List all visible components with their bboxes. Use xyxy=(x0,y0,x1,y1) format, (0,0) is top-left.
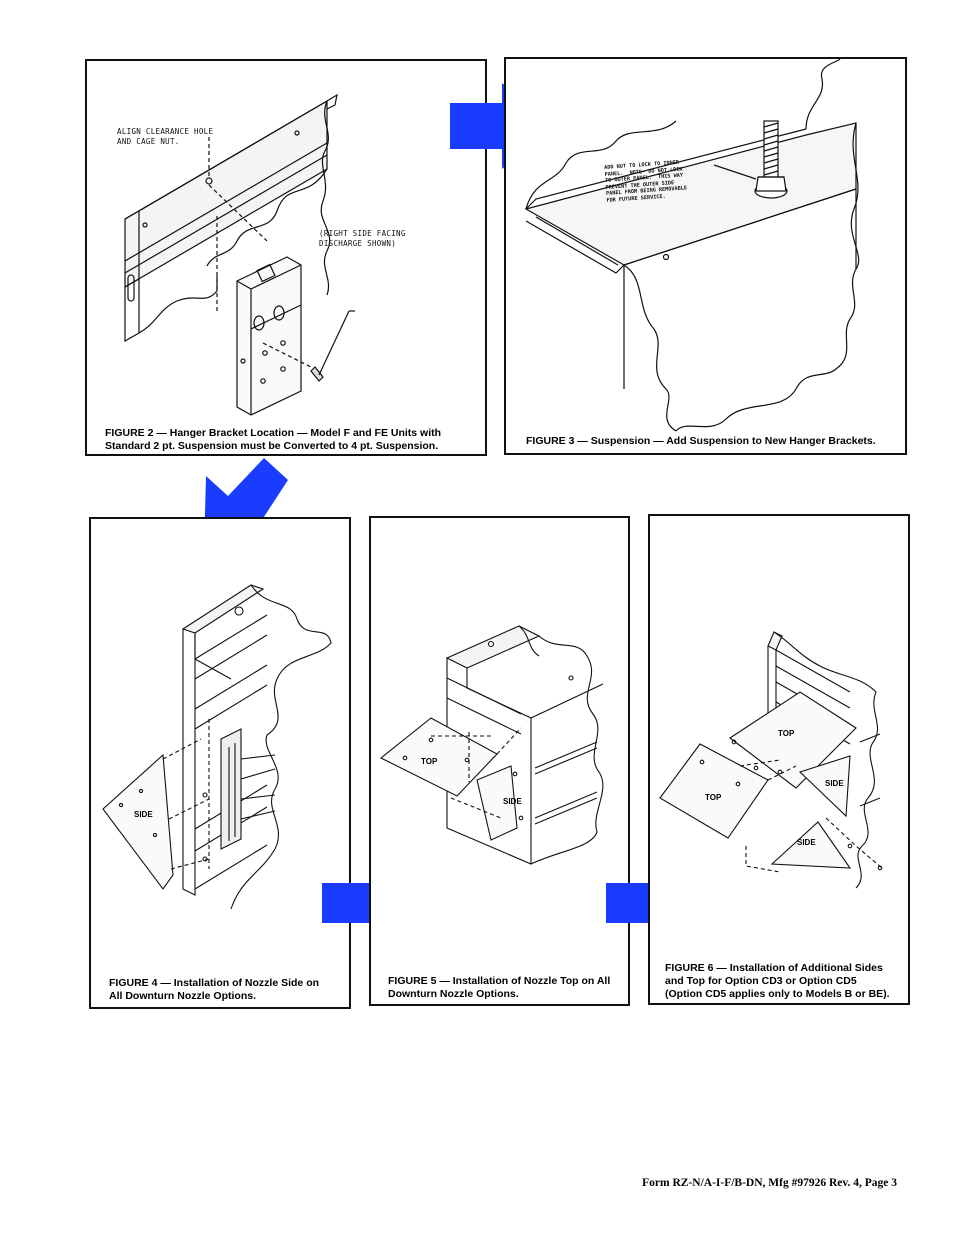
figure-6-caption: FIGURE 6 — Installation of Additional Si… xyxy=(665,962,910,1001)
figure-6-panel: TOP TOP SIDE SIDE FIGURE 6 — Installatio… xyxy=(648,514,910,1005)
figure-3-title: FIGURE 3 — Suspension — Add Suspension t… xyxy=(526,435,876,447)
figure-3-panel: ADD NUT TO LOCK TO INNER PANEL. NOTE- DO… xyxy=(504,57,907,455)
figure-2-subtitle: Standard 2 pt. Suspension must be Conver… xyxy=(105,440,439,452)
figure-4-caption: FIGURE 4 — Installation of Nozzle Side o… xyxy=(109,977,349,1003)
figure-5-side-label: SIDE xyxy=(503,797,522,806)
nozzle-top-illustration xyxy=(379,625,604,865)
figure-2-caption: FIGURE 2 — Hanger Bracket Location — Mod… xyxy=(105,427,485,453)
figure-4-panel: SIDE FIGURE 4 — Installation of Nozzle S… xyxy=(89,517,351,1009)
figure-5-top-label: TOP xyxy=(421,757,438,766)
figure-3-caption: FIGURE 3 — Suspension — Add Suspension t… xyxy=(526,435,906,448)
suspension-illustration xyxy=(524,59,860,432)
figure-5-panel: TOP SIDE FIGURE 5 — Installation of Nozz… xyxy=(369,516,630,1006)
figure-6-top-label-b: TOP xyxy=(705,793,722,802)
align-clearance-note: ALIGN CLEARANCE HOLE AND CAGE NUT. xyxy=(117,127,214,146)
figure-6-title: FIGURE 6 — Installation of Additional Si… xyxy=(665,962,883,974)
figure-2-panel: ALIGN CLEARANCE HOLE AND CAGE NUT. (RIGH… xyxy=(85,59,487,456)
figure-5-caption: FIGURE 5 — Installation of Nozzle Top on… xyxy=(388,975,628,1001)
figure-4-side-label: SIDE xyxy=(134,810,153,819)
nozzle-side-illustration xyxy=(102,584,332,910)
figure-6-top-label-a: TOP xyxy=(778,729,795,738)
figure-6-side-label-a: SIDE xyxy=(825,779,844,788)
figure-4-title: FIGURE 4 — Installation of Nozzle Side o… xyxy=(109,977,320,989)
figure-6-side-label-b: SIDE xyxy=(797,838,816,847)
figure-6-line-3: (Option CD5 applies only to Models B or … xyxy=(665,988,890,1000)
figure-5-title: FIGURE 5 — Installation of Nozzle Top on… xyxy=(388,975,611,987)
figure-2-title: FIGURE 2 — Hanger Bracket Location — Mod… xyxy=(105,427,442,439)
hanger-bracket-illustration xyxy=(124,93,355,416)
additional-sides-illustration xyxy=(659,631,883,889)
figure-5-subtitle: Downturn Nozzle Options. xyxy=(388,988,519,1000)
figure-6-line-2: and Top for Option CD3 or Option CD5 xyxy=(665,975,857,987)
add-nut-note: ADD NUT TO LOCK TO INNER PANEL. NOTE- DO… xyxy=(604,159,688,204)
page-footer: Form RZ-N/A-I-F/B-DN, Mfg #97926 Rev. 4,… xyxy=(642,1177,897,1189)
figure-4-subtitle: All Downturn Nozzle Options. xyxy=(109,990,256,1002)
right-side-note: (RIGHT SIDE FACING DISCHARGE SHOWN) xyxy=(319,229,406,248)
